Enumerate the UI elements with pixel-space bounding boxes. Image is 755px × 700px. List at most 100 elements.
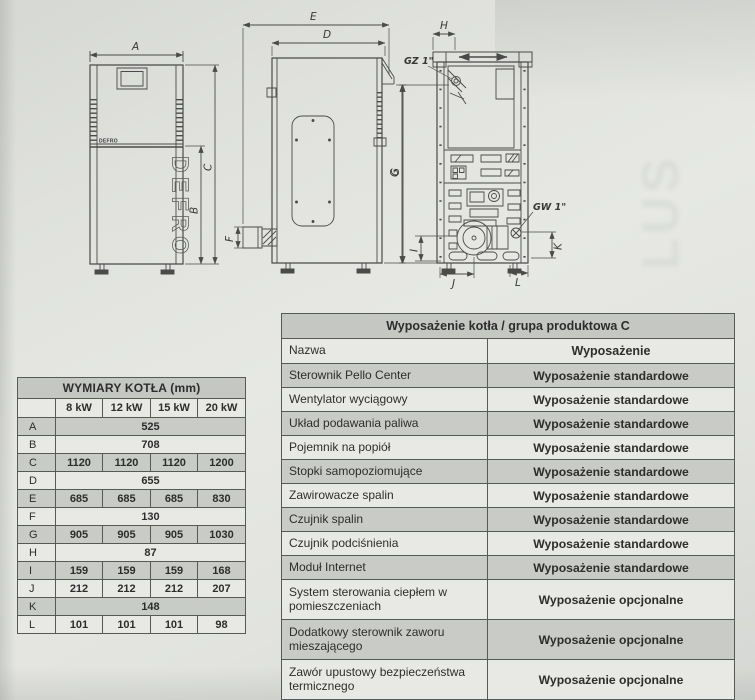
equipment-value-cell: Wyposażenie opcjonalne xyxy=(487,619,735,660)
table-row: Wyposażenie kotła / grupa produktowa C xyxy=(281,313,735,339)
foot-left xyxy=(442,269,455,273)
equipment-value-cell: Wyposażenie standardowe xyxy=(487,555,735,580)
dim-label-cell: D xyxy=(17,471,56,490)
dim-value-cell: 1030 xyxy=(197,525,246,544)
dim-value-cell: 1120 xyxy=(55,453,103,472)
equipment-name-cell: Pojemnik na popiół xyxy=(281,435,488,460)
equipment-table-title: Wyposażenie kotła / grupa produktowa C xyxy=(281,313,735,339)
dim-label-cell: F xyxy=(17,507,56,526)
equipment-name-cell: System sterowania ciepłem w pomieszczeni… xyxy=(281,579,488,620)
dim-label-cell: G xyxy=(17,525,56,544)
equipment-name-cell: Moduł Internet xyxy=(281,555,488,580)
dimensions-table-title: WYMIARY KOTŁA (mm) xyxy=(17,377,246,399)
side-view-drawing: E D F xyxy=(224,11,406,273)
corner-cell xyxy=(17,398,56,418)
equipment-name-cell: Sterownik Pello Center xyxy=(281,363,488,388)
dim-label-cell: L xyxy=(17,615,56,634)
foot-front xyxy=(281,269,294,273)
dim-label-cell: H xyxy=(17,543,56,562)
dim-label-a: A xyxy=(131,41,139,53)
dim-value-cell: 212 xyxy=(55,579,103,598)
dim-value-cell: 159 xyxy=(102,561,151,580)
dim-label-cell: I xyxy=(17,561,56,580)
equipment-value-cell: Wyposażenie standardowe xyxy=(487,459,735,484)
column-header: 12 kW xyxy=(102,398,151,418)
dim-label-c: C xyxy=(203,163,215,171)
feeder-assembly xyxy=(467,189,503,206)
dim-value-cell: 1120 xyxy=(150,453,198,472)
foot-rear xyxy=(357,269,370,273)
dim-value-cell: 1200 xyxy=(197,453,246,472)
dim-value-cell: 87 xyxy=(55,543,246,562)
dim-value-cell: 130 xyxy=(55,507,246,526)
equipment-value-cell: Wyposażenie opcjonalne xyxy=(487,659,735,700)
dim-value-cell: 212 xyxy=(102,579,151,598)
dim-label-d: D xyxy=(323,29,331,41)
equipment-value-cell: Wyposażenie standardowe xyxy=(487,483,735,508)
equipment-value-cell: Wyposażenie standardowe xyxy=(487,363,735,388)
equipment-value-cell: Wyposażenie standardowe xyxy=(487,507,735,532)
equipment-name-cell: Zawirowacze spalin xyxy=(281,483,488,508)
table-row: System sterowania ciepłem w pomieszczeni… xyxy=(281,579,735,620)
dim-label-cell: K xyxy=(17,597,56,616)
column-header: 20 kW xyxy=(197,398,246,418)
dim-label-cell: C xyxy=(17,453,56,472)
brand-logo-large: DEFRO xyxy=(168,156,194,256)
dimensions-table: WYMIARY KOTŁA (mm) 8 kW 12 kW 15 kW 20 k… xyxy=(17,377,246,634)
dim-value-cell: 685 xyxy=(102,489,151,508)
table-row: 8 kW 12 kW 15 kW 20 kW xyxy=(17,398,246,418)
dim-value-cell: 905 xyxy=(102,525,151,544)
dim-value-cell: 905 xyxy=(150,525,198,544)
dim-label-h: H xyxy=(440,20,448,32)
gz-fitting xyxy=(452,77,461,86)
dim-value-cell: 905 xyxy=(55,525,103,544)
fitting-label-gz: GZ 1" xyxy=(404,56,434,67)
dim-label-g-side: G xyxy=(389,169,401,177)
equipment-table: Wyposażenie kotła / grupa produktowa C N… xyxy=(281,313,735,700)
dim-label-f: F xyxy=(224,235,236,242)
brand-logo-small: DEFRO xyxy=(99,139,118,145)
dim-value-cell: 101 xyxy=(102,615,151,634)
terminal-block xyxy=(451,166,466,179)
foot-left xyxy=(95,270,108,274)
photo-shading-left xyxy=(0,0,16,700)
dim-label-e: E xyxy=(310,11,317,23)
rear-view-drawing: H GZ 1" xyxy=(390,20,566,290)
side-access-panel xyxy=(292,116,334,226)
dim-value-cell: 525 xyxy=(55,417,246,436)
equipment-name-cell: Zawór upustowy bezpieczeństwa termiczneg… xyxy=(281,659,488,700)
dim-label-i: I xyxy=(409,249,421,252)
equipment-name-cell: Dodatkowy sterownik zaworu mieszającego xyxy=(281,619,488,660)
dim-value-cell: 159 xyxy=(150,561,198,580)
column-header: 15 kW xyxy=(150,398,198,418)
dim-value-cell: 685 xyxy=(150,489,198,508)
dim-label-cell: J xyxy=(17,579,56,598)
heat-exchanger-opening xyxy=(448,66,514,148)
equipment-value-cell: Wyposażenie standardowe xyxy=(487,531,735,556)
equipment-name-cell: Stopki samopoziomujące xyxy=(281,459,488,484)
table-row: Nazwa Wyposażenie xyxy=(281,338,735,364)
dim-label-cell: B xyxy=(17,435,56,454)
foot-right xyxy=(161,270,174,274)
flue-pipe xyxy=(243,227,262,248)
dim-label-cell: E xyxy=(17,489,56,508)
equipment-value-header: Wyposażenie xyxy=(487,338,735,364)
table-row: Zawór upustowy bezpieczeństwa termiczneg… xyxy=(281,659,735,700)
